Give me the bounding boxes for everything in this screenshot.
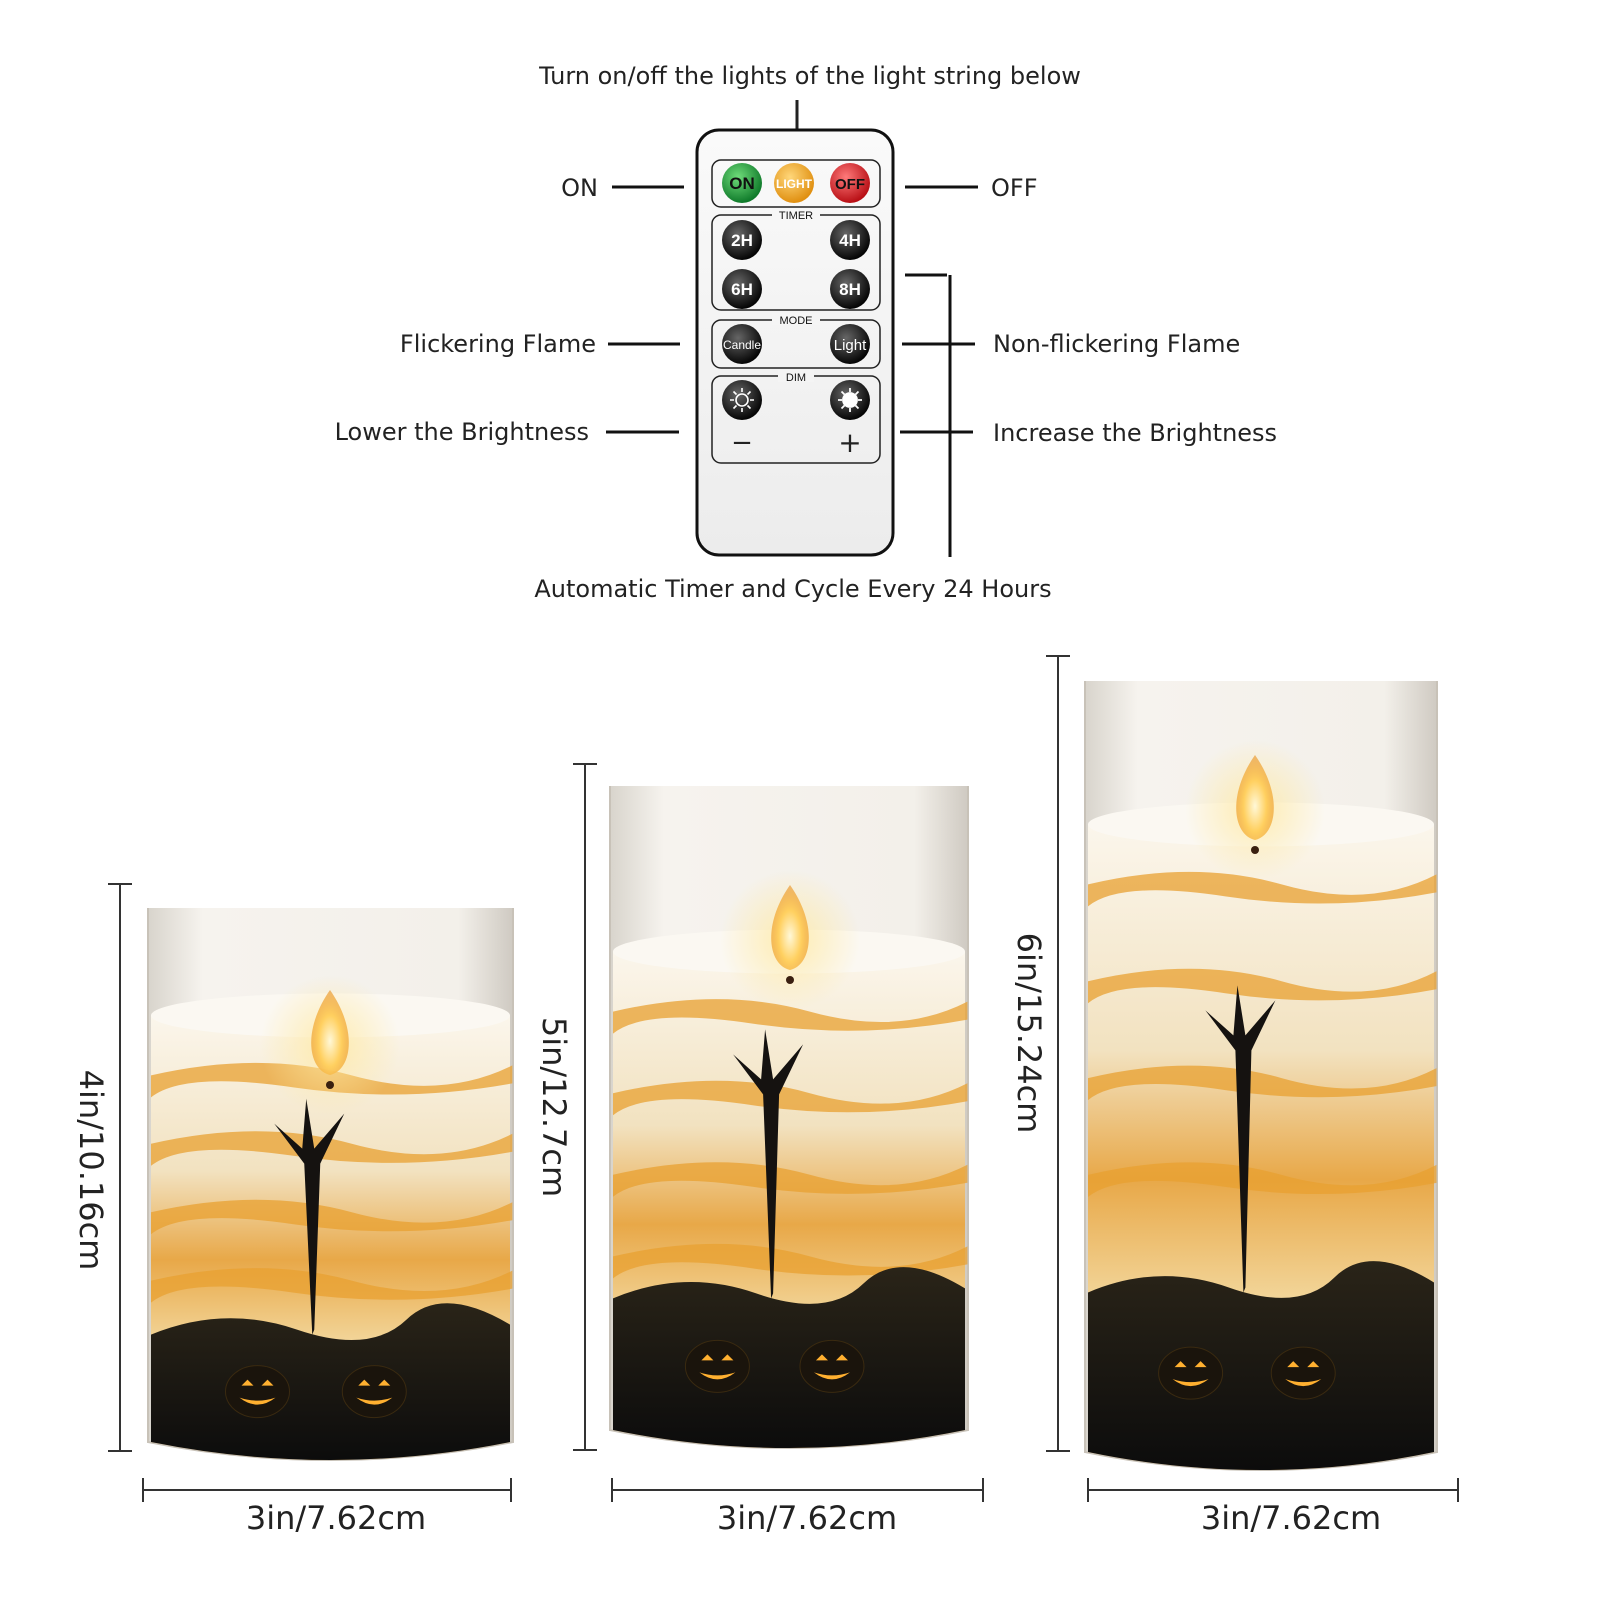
candle-set [108, 655, 1459, 1502]
orange-cloud-band [613, 1080, 968, 1116]
pumpkin-icon [684, 1339, 750, 1393]
timer-2h-button[interactable]: 2H [722, 220, 762, 260]
callout-on: ON [561, 174, 598, 202]
orange-cloud-band [613, 1162, 968, 1197]
svg-text:Candle: Candle [723, 338, 761, 352]
dimension-lines-3 [1046, 655, 1459, 1502]
dim-up-button[interactable] [830, 380, 870, 420]
mode-section-label: MODE [780, 315, 813, 327]
light-button[interactable]: LIGHT [774, 163, 814, 203]
sun-filled-icon [838, 388, 862, 412]
callout-increase-brightness: Increase the Brightness [993, 419, 1277, 447]
orange-cloud-band [150, 1131, 513, 1166]
dimension-lines-1 [108, 883, 512, 1502]
wick [1251, 846, 1259, 854]
candle-2-width-label: 3in/7.62cm [717, 1499, 897, 1537]
pumpkin-icon [799, 1339, 865, 1393]
minus-label: − [731, 428, 753, 458]
svg-text:LIGHT: LIGHT [776, 177, 813, 191]
candle-mode-button[interactable]: Candle [722, 324, 762, 364]
timer-6h-button[interactable]: 6H [722, 269, 762, 309]
remote-control: TIMER MODE DIM ON LIGHT OFF 2H 4H 6H 8H … [695, 128, 895, 557]
callout-off: OFF [991, 174, 1038, 202]
candle-3-height-label: 6in/15.24cm [1010, 933, 1048, 1134]
orange-cloud-band [1088, 1065, 1437, 1101]
timer-section-label: TIMER [779, 210, 813, 222]
pumpkin-icon [341, 1365, 407, 1419]
flame-icon [771, 885, 809, 970]
dimension-lines-2 [573, 763, 984, 1502]
candle-2 [609, 786, 969, 1449]
pumpkin-icon [1158, 1346, 1224, 1400]
orange-cloud-band [613, 999, 968, 1034]
orange-cloud-band [150, 1268, 513, 1303]
svg-text:ON: ON [729, 174, 755, 193]
tree-silhouette [733, 1029, 804, 1299]
orange-cloud-band [1088, 1162, 1437, 1197]
dim-section-label: DIM [786, 372, 806, 384]
callout-non-flickering: Non-flickering Flame [993, 330, 1240, 358]
on-button[interactable]: ON [722, 163, 762, 203]
tree-silhouette [274, 1098, 345, 1335]
svg-text:4H: 4H [839, 231, 861, 250]
candle-1 [147, 908, 514, 1461]
halloween-silhouette [613, 1267, 966, 1448]
timer-4h-button[interactable]: 4H [830, 220, 870, 260]
halloween-silhouette [151, 1303, 510, 1460]
off-button[interactable]: OFF [830, 163, 870, 203]
orange-cloud-band [613, 1243, 968, 1279]
top-caption: Turn on/off the lights of the light stri… [538, 62, 1081, 90]
wick [786, 976, 794, 984]
dim-down-button[interactable] [722, 380, 762, 420]
orange-cloud-band [1088, 968, 1437, 1004]
svg-text:OFF: OFF [835, 176, 865, 193]
callout-lines [606, 185, 978, 557]
callout-flickering: Flickering Flame [400, 330, 596, 358]
light-mode-button[interactable]: Light [830, 324, 870, 364]
candle-3 [1084, 681, 1438, 1471]
svg-text:Light: Light [834, 337, 867, 354]
svg-text:2H: 2H [731, 231, 753, 250]
orange-cloud-band [1088, 871, 1437, 907]
pumpkin-icon [1270, 1346, 1336, 1400]
wick [326, 1081, 334, 1089]
halloween-silhouette [1088, 1261, 1434, 1470]
tree-silhouette [1205, 985, 1276, 1293]
svg-text:8H: 8H [839, 280, 861, 299]
candle-1-height-label: 4in/10.16cm [72, 1070, 110, 1271]
sun-outline-icon [730, 388, 754, 412]
callout-lower-brightness: Lower the Brightness [335, 418, 589, 446]
flame-icon [311, 990, 349, 1075]
orange-cloud-band [150, 1199, 513, 1235]
timer-8h-button[interactable]: 8H [830, 269, 870, 309]
candle-3-width-label: 3in/7.62cm [1201, 1499, 1381, 1537]
bottom-caption: Automatic Timer and Cycle Every 24 Hours [534, 575, 1051, 603]
candle-2-height-label: 5in/12.7cm [535, 1017, 573, 1197]
candle-1-width-label: 3in/7.62cm [246, 1499, 426, 1537]
svg-text:6H: 6H [731, 280, 753, 299]
flame-icon [1236, 755, 1274, 840]
plus-label: + [838, 426, 861, 459]
pumpkin-icon [225, 1365, 290, 1419]
